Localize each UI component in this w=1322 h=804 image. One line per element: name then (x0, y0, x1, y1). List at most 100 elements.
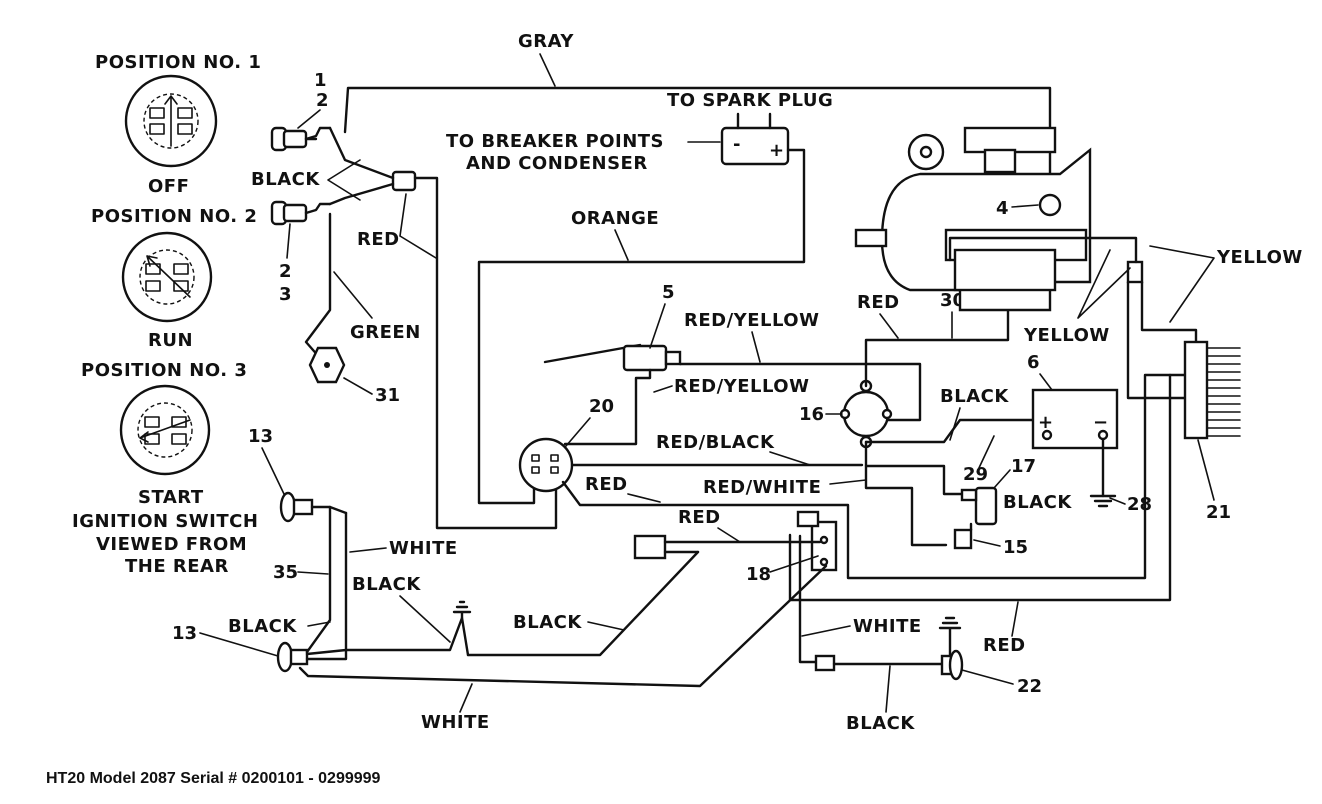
white-wire-35 (305, 511, 348, 656)
callout-13-upper: 13 (248, 426, 273, 447)
callout-16: 16 (799, 404, 824, 425)
callout-28: 28 (1127, 494, 1152, 515)
ignition-position-3: POSITION NO. 3 START IGNITION SWITCH VIE… (72, 360, 258, 577)
ground-symbol-left (452, 600, 472, 620)
starter-solenoid-16 (842, 390, 890, 438)
callout-22: 22 (1017, 676, 1042, 697)
connector-left-18 (633, 534, 667, 560)
red-white-label: RED/WHITE (703, 477, 821, 498)
to-breaker-label-1: TO BREAKER POINTS (446, 131, 664, 152)
callout-30: 30 (940, 290, 965, 311)
red-yellow-label-2: RED/YELLOW (674, 376, 809, 397)
component-15 (953, 528, 973, 550)
svg-text:+: + (1038, 412, 1053, 433)
callout-29: 29 (963, 464, 988, 485)
black-35-label: BLACK (228, 616, 297, 637)
position-2-title: POSITION NO. 2 (91, 206, 257, 227)
red-bottom-label: RED (983, 635, 1026, 656)
callout-13-lower: 13 (172, 623, 197, 644)
coil-block (720, 126, 790, 166)
regulator-21 (1183, 340, 1209, 440)
switch-caption-line-1: IGNITION SWITCH (72, 511, 258, 532)
headlight-connector (391, 170, 417, 192)
red-yellow-wire (678, 362, 922, 422)
callout-21: 21 (1206, 502, 1231, 523)
black-ground-wire (305, 616, 470, 661)
switch-22 (940, 649, 964, 681)
svg-text:+: + (769, 140, 784, 161)
red-wire-30 (864, 298, 1010, 388)
ignition-position-1: POSITION NO. 1 OFF (95, 52, 261, 197)
callout-1: 1 (314, 70, 327, 91)
ignition-switch-face-2 (121, 231, 213, 323)
lamp-13-lower (276, 641, 309, 673)
callout-20: 20 (589, 396, 614, 417)
footer-caption: HT20 Model 2087 Serial # 0200101 - 02999… (46, 770, 381, 787)
yellow-wire-a (948, 236, 1138, 264)
component-4 (1038, 193, 1062, 217)
callout-31: 31 (375, 385, 400, 406)
regulator-fins (1206, 347, 1241, 437)
black-mid-label: BLACK (513, 612, 582, 633)
callout-35: 35 (273, 562, 298, 583)
callout-15: 15 (1003, 537, 1028, 558)
red-black-label: RED/BLACK (656, 432, 775, 453)
callout-4: 4 (996, 198, 1009, 219)
black-13-label: BLACK (352, 574, 421, 595)
gray-label: GRAY (518, 31, 574, 52)
black-16-label: BLACK (940, 386, 1009, 407)
orange-wire (477, 148, 806, 505)
callout-3: 3 (279, 284, 292, 305)
white-bottom-wire (298, 564, 828, 688)
engine (854, 126, 1144, 312)
red-wire-bottom (788, 373, 1172, 602)
red-20-label: RED (585, 474, 628, 495)
red-18-label: RED (678, 507, 721, 528)
white-35-label: WHITE (389, 538, 458, 559)
red-30-label: RED (857, 292, 900, 313)
white-22-label: WHITE (853, 616, 922, 637)
callout-2-lower: 2 (279, 261, 292, 282)
ground-symbol-28 (1089, 494, 1117, 508)
position-1-title: POSITION NO. 1 (95, 52, 261, 73)
position-1-state: OFF (148, 176, 189, 197)
connector-22 (814, 654, 836, 672)
green-label: GREEN (350, 322, 421, 343)
ignition-switch-face-3 (119, 384, 211, 476)
headlight-upper (270, 126, 332, 152)
red-left-label: RED (357, 229, 400, 250)
yellow-right-label: YELLOW (1216, 247, 1303, 268)
black-22-label: BLACK (846, 713, 915, 734)
svg-text:-: - (733, 134, 740, 155)
red-18-wire (663, 540, 822, 554)
svg-text:−: − (1093, 412, 1108, 433)
black-top-label: BLACK (251, 169, 320, 190)
switch-caption-line-2: VIEWED FROM (96, 534, 247, 555)
callout-18: 18 (746, 564, 771, 585)
to-spark-plug-label: TO SPARK PLUG (667, 90, 833, 111)
ground-symbol-22 (938, 616, 962, 658)
callout-2-upper: 2 (316, 90, 329, 111)
to-breaker-label-2: AND CONDENSER (466, 153, 648, 174)
component-17 (974, 486, 998, 526)
white-bottom-label: WHITE (421, 712, 490, 733)
yellow-mid-label: YELLOW (1023, 325, 1110, 346)
green-wire (304, 212, 332, 360)
callout-5: 5 (662, 282, 675, 303)
position-3-state: START (138, 487, 204, 508)
white-wire-22 (798, 534, 818, 664)
callout-17: 17 (1011, 456, 1036, 477)
black-28-label: BLACK (1003, 492, 1072, 513)
ignition-position-2: POSITION NO. 2 RUN (91, 206, 257, 351)
red-yellow-label-1: RED/YELLOW (684, 310, 819, 331)
switch-caption-line-3: THE REAR (125, 556, 229, 577)
orange-label: ORANGE (571, 208, 659, 229)
headlight-lower (270, 200, 332, 226)
seat-switch-5 (622, 344, 668, 372)
lamp-13-upper (279, 491, 348, 523)
position-2-state: RUN (148, 330, 193, 351)
red-wire-20 (561, 373, 1192, 580)
callout-6: 6 (1027, 352, 1040, 373)
position-3-title: POSITION NO. 3 (81, 360, 247, 381)
